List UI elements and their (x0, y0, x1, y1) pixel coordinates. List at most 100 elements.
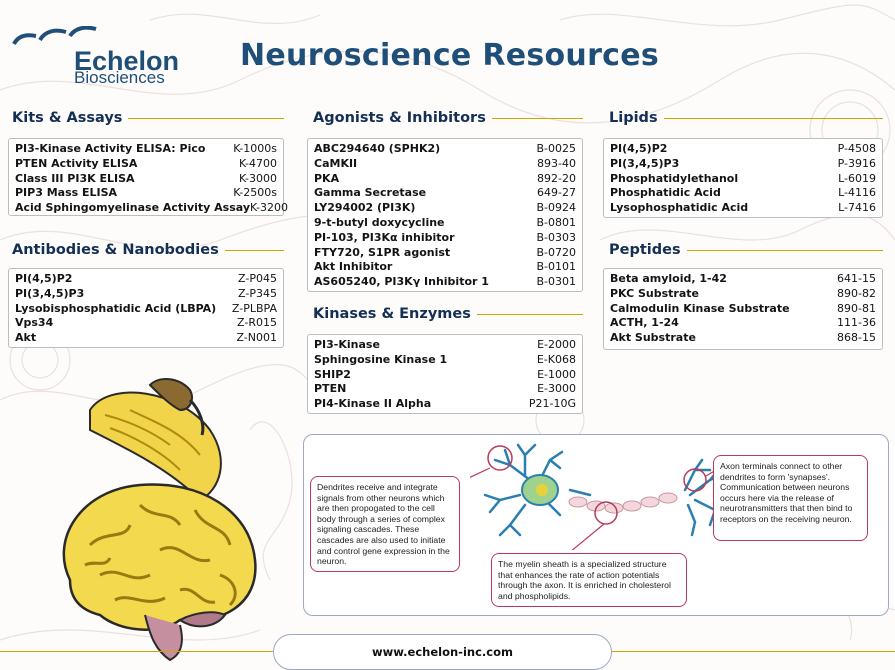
product-code: B-0924 (536, 201, 576, 215)
product-code: 890-81 (837, 301, 876, 315)
section-kits: Kits & Assays (12, 110, 284, 126)
product-row[interactable]: ABC294640 (SPHK2)B-0025 (314, 142, 576, 157)
logo[interactable]: Echelon Biosciences (12, 26, 182, 86)
product-name: Lysophosphatidic Acid (610, 201, 749, 215)
product-name: PI(3,4,5)P3 (15, 286, 85, 300)
myelin-callout: The myelin sheath is a specialized struc… (491, 553, 687, 607)
section-title: Antibodies & Nanobodies (12, 242, 219, 258)
dendrites-callout: Dendrites receive and integrate signals … (310, 476, 460, 572)
product-name: PI3-Kinase Activity ELISA: Pico (15, 142, 206, 155)
myelin-marker-icon (594, 501, 618, 525)
product-code: K-4700 (238, 156, 277, 170)
axon-terminal-marker-icon (683, 468, 707, 492)
product-name: Sphingosine Kinase 1 (314, 352, 448, 366)
product-name: SHIP2 (314, 367, 351, 381)
axon-callout: Axon terminals connect to other dendrite… (713, 455, 868, 541)
product-name: Akt Inhibitor (314, 260, 393, 274)
section-peptides: Peptides (609, 242, 883, 258)
product-code: P21-10G (528, 397, 576, 411)
product-name: PKC Substrate (610, 286, 699, 300)
section-title: Kinases & Enzymes (313, 306, 471, 322)
product-row[interactable]: Lysobisphosphatidic Acid (LBPA)Z-PLBPA (15, 302, 277, 317)
product-name: Acid Sphingomyelinase Activity Assay (15, 201, 251, 215)
product-code: Z-PLBPA (231, 301, 277, 315)
product-name: Phosphatidic Acid (610, 186, 721, 200)
product-code: 892-20 (537, 171, 576, 185)
product-row[interactable]: LY294002 (PI3K)B-0924 (314, 201, 576, 216)
section-agonists: Agonists & Inhibitors (313, 110, 583, 126)
section-title: Kits & Assays (12, 110, 123, 126)
product-code: L-4116 (838, 186, 876, 200)
product-name: Class III PI3K ELISA (15, 171, 135, 185)
product-row[interactable]: PKC Substrate 890-82 (610, 287, 876, 302)
neuron-illustration (470, 443, 727, 550)
product-code: K-2500s (233, 186, 277, 200)
product-name: Beta amyloid, 1-42 (610, 272, 727, 285)
product-code: E-3000 (537, 382, 576, 396)
product-row[interactable]: PTEN Activity ELISA K-4700 (15, 157, 277, 172)
product-name: Calmodulin Kinase Substrate (610, 301, 790, 315)
product-row[interactable]: PI(4,5)P2 Z-P045 (15, 272, 277, 287)
product-row[interactable]: Akt Substrate 868-15 (610, 331, 876, 346)
product-row[interactable]: Akt Z-N001 (15, 331, 277, 346)
section-title: Peptides (609, 242, 681, 258)
echelon-logo-icon (12, 26, 97, 46)
product-name: PI(3,4,5)P3 (610, 156, 680, 170)
product-name: PI3-Kinase (314, 338, 380, 351)
product-code: Z-P045 (238, 272, 277, 285)
brain-icon (62, 483, 257, 662)
product-code: Z-R015 (237, 316, 277, 330)
product-row[interactable]: Phosphatidic Acid L-4116 (610, 186, 876, 201)
product-code: L-6019 (838, 171, 876, 185)
product-code: L-7416 (838, 201, 876, 215)
product-code: E-K068 (536, 352, 576, 366)
product-code: B-0101 (536, 260, 576, 274)
product-code: 868-15 (837, 331, 876, 345)
product-name: Akt Substrate (610, 331, 696, 345)
website-link[interactable]: www.echelon-inc.com (273, 634, 612, 670)
page-title: Neuroscience Resources (240, 38, 660, 73)
section-title: Agonists & Inhibitors (313, 110, 486, 126)
product-code: B-0801 (536, 215, 576, 229)
product-name: AS605240, PI3Kγ Inhibitor 1 (314, 275, 489, 289)
product-name: FTY720, S1PR agonist (314, 245, 451, 259)
product-code: 890-82 (837, 286, 876, 300)
product-name: ACTH, 1-24 (610, 316, 679, 330)
product-code: Z-N001 (236, 331, 277, 345)
product-name: PTEN Activity ELISA (15, 156, 138, 170)
product-name: Akt (15, 331, 37, 345)
product-row[interactable]: Calmodulin Kinase Substrate 890-81 (610, 302, 876, 317)
product-code: P-3916 (837, 156, 876, 170)
product-row[interactable]: Lysophosphatidic Acid L-7416 (610, 201, 876, 216)
logo-subtitle: Biosciences (74, 68, 165, 87)
product-row[interactable]: PI(3,4,5)P3 P-3916 (610, 157, 876, 172)
product-row[interactable]: Sphingosine Kinase 1 E-K068 (314, 353, 576, 368)
product-name: PI(4,5)P2 (15, 272, 73, 285)
product-row[interactable]: Akt Inhibitor B-0101 (314, 260, 576, 275)
